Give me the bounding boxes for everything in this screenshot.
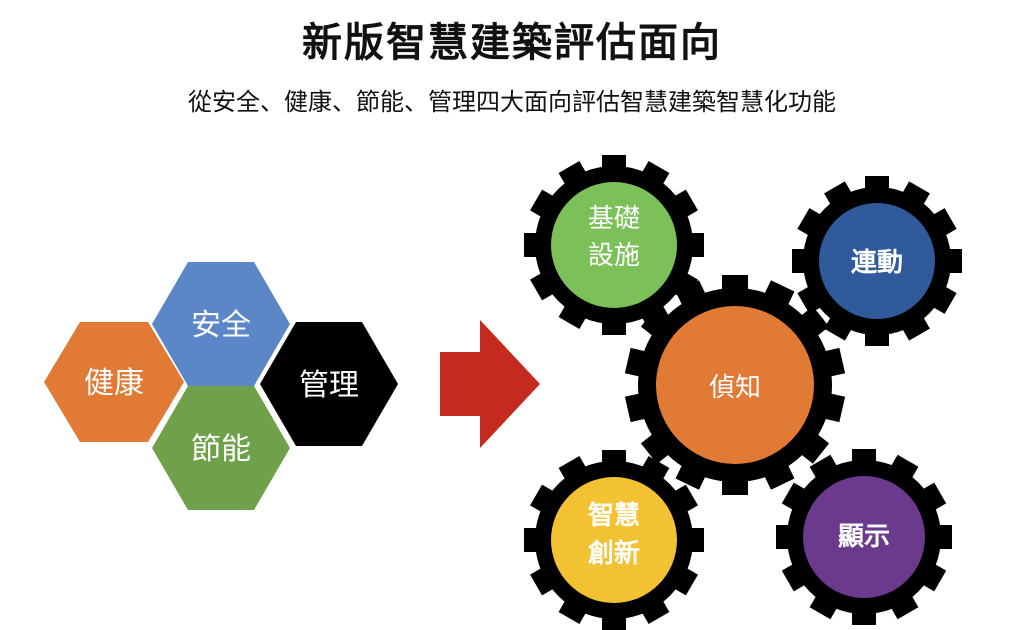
gear-tooth	[640, 597, 670, 624]
gear-tooth	[809, 454, 839, 482]
hex-label-kenkou: 健康	[84, 366, 144, 401]
hex-shape-jieneng	[152, 386, 290, 510]
gear-tooth	[797, 208, 825, 238]
hex-shape-anzen	[152, 262, 290, 386]
gear-label-line1: 顯示	[838, 522, 890, 552]
hex-jieneng: 節能	[152, 386, 290, 510]
hex-label-jieneng: 節能	[191, 432, 251, 467]
gear-face	[803, 476, 925, 598]
gear-tooth	[798, 431, 830, 464]
gear-label-line1: 連動	[851, 248, 903, 278]
hex-anzen: 安全	[152, 262, 290, 386]
gear-tooth	[558, 161, 588, 188]
gear-tooth	[675, 280, 708, 309]
gear-tooth	[762, 461, 795, 490]
hex-shape-kenkou	[44, 322, 184, 442]
gear-sensing: 偵知	[624, 275, 846, 495]
gear-label-line1: 智慧	[588, 501, 640, 531]
gear-tooth	[889, 454, 919, 482]
gear-tooth	[781, 482, 809, 512]
gear-tooth	[809, 592, 839, 620]
gear-label-line1: 基礎	[588, 204, 640, 234]
gear-tooth	[798, 306, 830, 339]
gear-basic-facilities: 基礎 設施	[524, 155, 704, 335]
gear-tooth	[558, 456, 588, 483]
gear-label-line2: 創新	[588, 538, 640, 569]
arrow-right-icon	[440, 320, 540, 448]
gear-face	[656, 306, 814, 464]
gear-display: 顯示	[776, 449, 952, 625]
hex-label-anzen: 安全	[191, 308, 251, 343]
gear-tooth	[824, 181, 854, 209]
gear-face	[551, 477, 677, 603]
gear-tooth	[919, 482, 947, 512]
gear-tooth	[919, 562, 947, 592]
gear-tooth	[558, 597, 588, 624]
gear-tooth	[762, 280, 795, 309]
gear-tooth	[671, 189, 698, 219]
hex-shape-kanri	[260, 322, 398, 446]
gear-tooth	[640, 306, 672, 339]
gear-tooth	[530, 566, 557, 596]
gear-tooth	[558, 302, 588, 329]
gear-tooth	[900, 313, 930, 341]
gear-tooth	[671, 484, 698, 514]
gear-tooth	[900, 181, 930, 209]
gear-linkage: 連動	[792, 176, 962, 346]
gear-tooth	[530, 189, 557, 219]
gear-face	[551, 182, 677, 308]
hex-label-kanri: 管理	[299, 368, 359, 403]
page-title: 新版智慧建築評估面向	[302, 20, 722, 66]
gear-tooth	[929, 208, 957, 238]
gear-label-line1: 偵知	[709, 373, 761, 403]
gear-tooth	[671, 566, 698, 596]
gear-tooth	[824, 313, 854, 341]
gear-tooth	[781, 562, 809, 592]
gear-tooth	[889, 592, 919, 620]
gear-tooth	[530, 484, 557, 514]
page-subtitle: 從安全、健康、節能、管理四大面向評估智慧建築智慧化功能	[188, 88, 836, 116]
hex-kanri: 管理	[260, 322, 398, 446]
gear-face	[819, 203, 935, 319]
hex-kenkou: 健康	[44, 322, 184, 442]
gear-tooth	[640, 456, 670, 483]
gear-label-line2: 設施	[588, 241, 640, 271]
gear-tooth	[929, 284, 957, 314]
gear-tooth	[640, 431, 672, 464]
gear-tooth	[675, 461, 708, 490]
gear-tooth	[797, 284, 825, 314]
gear-tooth	[640, 161, 670, 188]
gear-smart-innovation: 智慧 創新	[524, 450, 704, 630]
gear-tooth	[530, 271, 557, 301]
